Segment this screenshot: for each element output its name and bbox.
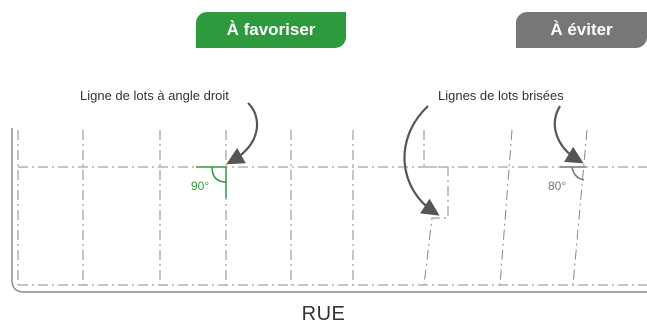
label-right-angle-lot-line: Ligne de lots à angle droit (80, 88, 229, 103)
label-broken-lot-lines: Lignes de lots brisées (438, 88, 564, 103)
badge-eviter: À éviter (516, 12, 647, 48)
angle-90-label: 90° (191, 179, 209, 193)
broken-lot-line (423, 130, 449, 286)
callout-arrow-bad-2 (553, 105, 584, 164)
right-angle-marker (211, 166, 227, 183)
badge-favoriser: À favoriser (196, 12, 346, 48)
oblique-angle-marker (571, 166, 585, 181)
street-curb-line (11, 128, 647, 293)
street-label: RUE (301, 303, 346, 325)
callout-arrow-bad-1 (403, 105, 440, 216)
angle-80-label: 80° (548, 179, 566, 193)
callout-arrow-good (226, 102, 259, 165)
slanted-lot-line (572, 129, 588, 286)
slanted-lot-line (499, 129, 513, 286)
